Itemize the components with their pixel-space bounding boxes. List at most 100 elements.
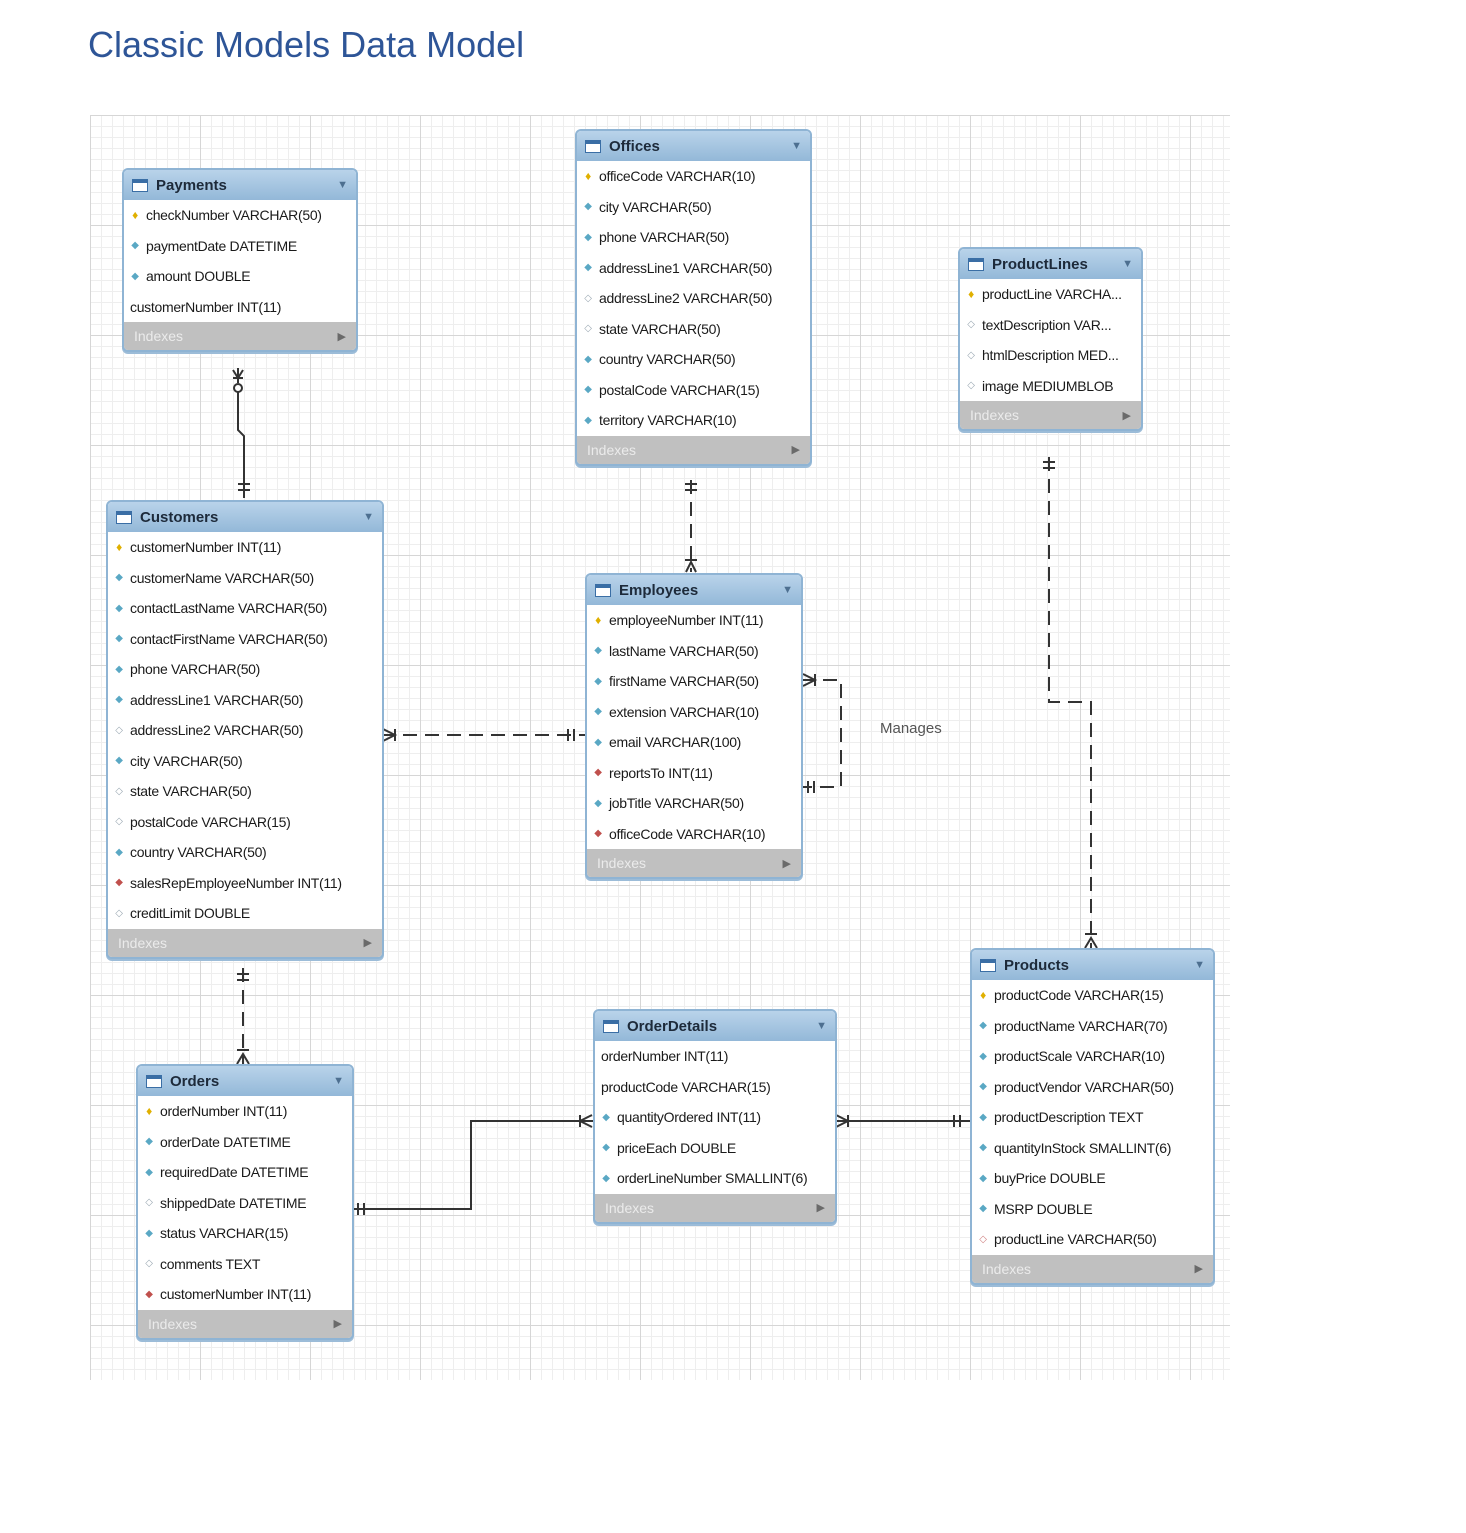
collapse-arrow-icon[interactable]: ▼ — [816, 1020, 827, 1032]
customers-table[interactable]: Customers▼♦customerNumber INT(11)◆custom… — [106, 500, 384, 959]
column-row[interactable]: ◆quantityOrdered INT(11) — [595, 1102, 835, 1133]
column-row[interactable]: ◆country VARCHAR(50) — [577, 344, 810, 375]
expand-arrow-icon[interactable]: ▶ — [791, 444, 800, 456]
column-row[interactable]: ◆territory VARCHAR(10) — [577, 405, 810, 436]
column-row[interactable]: ♦checkNumber VARCHAR(50) — [124, 200, 356, 231]
offices-table[interactable]: Offices▼♦officeCode VARCHAR(10)◆city VAR… — [575, 129, 812, 466]
column-row[interactable]: ◆addressLine1 VARCHAR(50) — [108, 685, 382, 716]
column-row[interactable]: ◆requiredDate DATETIME — [138, 1157, 352, 1188]
expand-arrow-icon[interactable]: ▶ — [333, 1318, 342, 1330]
column-row[interactable]: ◇image MEDIUMBLOB — [960, 371, 1141, 402]
column-row[interactable]: ♦officeCode VARCHAR(10) — [577, 161, 810, 192]
column-row[interactable]: ◆city VARCHAR(50) — [577, 192, 810, 223]
productlines-table[interactable]: ProductLines▼♦productLine VARCHA...◇text… — [958, 247, 1143, 431]
column-row[interactable]: ◆paymentDate DATETIME — [124, 231, 356, 262]
collapse-arrow-icon[interactable]: ▼ — [1122, 258, 1133, 270]
column-row[interactable]: orderNumber INT(11) — [595, 1041, 835, 1072]
table-header[interactable]: OrderDetails▼ — [595, 1011, 835, 1041]
column-row[interactable]: ♦customerNumber INT(11) — [108, 532, 382, 563]
collapse-arrow-icon[interactable]: ▼ — [333, 1075, 344, 1087]
expand-arrow-icon[interactable]: ▶ — [337, 330, 346, 343]
expand-arrow-icon[interactable]: ▶ — [1194, 1263, 1203, 1275]
table-header[interactable]: Products▼ — [972, 950, 1213, 980]
column-row[interactable]: ◆email VARCHAR(100) — [587, 727, 801, 758]
products-table[interactable]: Products▼♦productCode VARCHAR(15)◆produc… — [970, 948, 1215, 1285]
collapse-arrow-icon[interactable]: ▼ — [363, 511, 374, 523]
column-text: MSRP DOUBLE — [994, 1200, 1093, 1217]
collapse-arrow-icon[interactable]: ▼ — [1194, 959, 1205, 971]
collapse-arrow-icon[interactable]: ▼ — [791, 140, 802, 152]
expand-arrow-icon[interactable]: ▶ — [782, 857, 791, 870]
column-row[interactable]: ◆status VARCHAR(15) — [138, 1218, 352, 1249]
column-row[interactable]: ◇state VARCHAR(50) — [577, 314, 810, 345]
column-row[interactable]: ♦productLine VARCHA... — [960, 279, 1141, 310]
employees-table[interactable]: Employees▼♦employeeNumber INT(11)◆lastNa… — [585, 573, 803, 879]
column-row[interactable]: ◆country VARCHAR(50) — [108, 837, 382, 868]
column-row[interactable]: ◇textDescription VAR... — [960, 310, 1141, 341]
column-row[interactable]: ◆reportsTo INT(11) — [587, 758, 801, 789]
column-row[interactable]: ◆buyPrice DOUBLE — [972, 1163, 1213, 1194]
column-row[interactable]: ◆priceEach DOUBLE — [595, 1133, 835, 1164]
column-row[interactable]: ◆quantityInStock SMALLINT(6) — [972, 1133, 1213, 1164]
column-row[interactable]: ♦productCode VARCHAR(15) — [972, 980, 1213, 1011]
indexes-bar[interactable]: Indexes▶ — [595, 1193, 835, 1222]
payments-table[interactable]: Payments▼♦checkNumber VARCHAR(50)◆paymen… — [122, 168, 358, 352]
column-row[interactable]: ◇postalCode VARCHAR(15) — [108, 807, 382, 838]
table-header[interactable]: Payments▼ — [124, 170, 356, 200]
table-header[interactable]: ProductLines▼ — [960, 249, 1141, 279]
collapse-arrow-icon[interactable]: ▼ — [782, 584, 793, 596]
column-row[interactable]: ◇comments TEXT — [138, 1249, 352, 1280]
column-row[interactable]: ◆productDescription TEXT — [972, 1102, 1213, 1133]
indexes-bar[interactable]: Indexes▶ — [960, 401, 1141, 429]
indexes-bar[interactable]: Indexes▶ — [124, 322, 356, 350]
column-row[interactable]: ◆extension VARCHAR(10) — [587, 697, 801, 728]
column-row[interactable]: ◆productScale VARCHAR(10) — [972, 1041, 1213, 1072]
column-row[interactable]: ◇creditLimit DOUBLE — [108, 898, 382, 929]
column-row[interactable]: ◇shippedDate DATETIME — [138, 1188, 352, 1219]
expand-arrow-icon[interactable]: ▶ — [363, 937, 372, 949]
indexes-bar[interactable]: Indexes▶ — [138, 1309, 352, 1338]
column-row[interactable]: ♦orderNumber INT(11) — [138, 1096, 352, 1127]
column-row[interactable]: ◇productLine VARCHAR(50) — [972, 1224, 1213, 1255]
collapse-arrow-icon[interactable]: ▼ — [337, 179, 348, 191]
column-row[interactable]: ◆MSRP DOUBLE — [972, 1194, 1213, 1225]
column-row[interactable]: ◆amount DOUBLE — [124, 261, 356, 292]
column-row[interactable]: ◇addressLine2 VARCHAR(50) — [577, 283, 810, 314]
column-row[interactable]: ◆orderDate DATETIME — [138, 1127, 352, 1158]
column-row[interactable]: ♦employeeNumber INT(11) — [587, 605, 801, 636]
column-row[interactable]: ◆productName VARCHAR(70) — [972, 1011, 1213, 1042]
expand-arrow-icon[interactable]: ▶ — [816, 1202, 825, 1214]
table-header[interactable]: Offices▼ — [577, 131, 810, 161]
column-row[interactable]: ◆lastName VARCHAR(50) — [587, 636, 801, 667]
column-row[interactable]: ◆phone VARCHAR(50) — [577, 222, 810, 253]
column-row[interactable]: ◆salesRepEmployeeNumber INT(11) — [108, 868, 382, 899]
column-row[interactable]: ◆productVendor VARCHAR(50) — [972, 1072, 1213, 1103]
indexes-bar[interactable]: Indexes▶ — [108, 928, 382, 957]
column-row[interactable]: ◆customerNumber INT(11) — [138, 1279, 352, 1310]
column-row[interactable]: ◆orderLineNumber SMALLINT(6) — [595, 1163, 835, 1194]
indexes-bar[interactable]: Indexes▶ — [972, 1254, 1213, 1283]
column-row[interactable]: productCode VARCHAR(15) — [595, 1072, 835, 1103]
column-row[interactable]: ◇addressLine2 VARCHAR(50) — [108, 715, 382, 746]
column-row[interactable]: ◇htmlDescription MED... — [960, 340, 1141, 371]
column-row[interactable]: ◆customerName VARCHAR(50) — [108, 563, 382, 594]
column-row[interactable]: ◆city VARCHAR(50) — [108, 746, 382, 777]
column-row[interactable]: ◆phone VARCHAR(50) — [108, 654, 382, 685]
column-row[interactable]: ◆contactFirstName VARCHAR(50) — [108, 624, 382, 655]
indexes-bar[interactable]: Indexes▶ — [587, 849, 801, 877]
table-header[interactable]: Orders▼ — [138, 1066, 352, 1096]
column-row[interactable]: ◆officeCode VARCHAR(10) — [587, 819, 801, 850]
column-row[interactable]: ◆addressLine1 VARCHAR(50) — [577, 253, 810, 284]
column-row[interactable]: ◇state VARCHAR(50) — [108, 776, 382, 807]
column-row[interactable]: ◆postalCode VARCHAR(15) — [577, 375, 810, 406]
column-row[interactable]: ◆contactLastName VARCHAR(50) — [108, 593, 382, 624]
expand-arrow-icon[interactable]: ▶ — [1122, 409, 1131, 422]
column-row[interactable]: customerNumber INT(11) — [124, 292, 356, 323]
table-header[interactable]: Employees▼ — [587, 575, 801, 605]
column-row[interactable]: ◆jobTitle VARCHAR(50) — [587, 788, 801, 819]
orders-table[interactable]: Orders▼♦orderNumber INT(11)◆orderDate DA… — [136, 1064, 354, 1340]
table-header[interactable]: Customers▼ — [108, 502, 382, 532]
orderdetails-table[interactable]: OrderDetails▼orderNumber INT(11)productC… — [593, 1009, 837, 1224]
column-row[interactable]: ◆firstName VARCHAR(50) — [587, 666, 801, 697]
indexes-bar[interactable]: Indexes▶ — [577, 435, 810, 464]
